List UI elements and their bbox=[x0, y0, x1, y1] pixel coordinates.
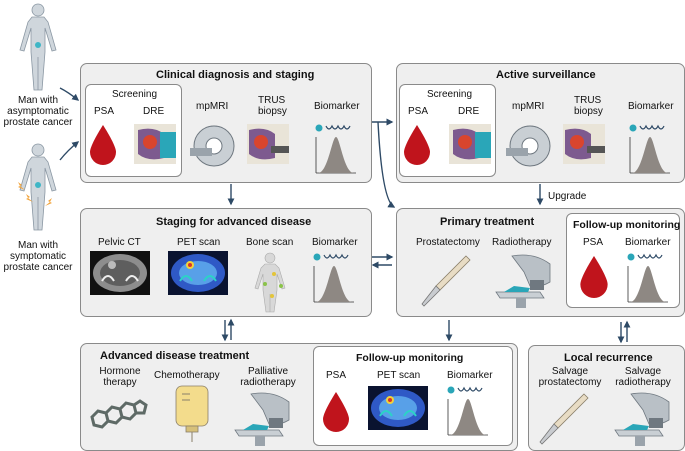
bone-scan-figure bbox=[254, 252, 286, 313]
salvage-radiotherapy-label: Salvage radiotherapy bbox=[615, 366, 671, 388]
advanced-treatment-title: Advanced disease treatment bbox=[100, 350, 250, 362]
pelvic-ct-scan-image bbox=[90, 251, 150, 295]
clinical-screening-label: Screening bbox=[112, 89, 158, 100]
active-dre-label: DRE bbox=[458, 106, 480, 117]
primary-radiotherapy-label: Radiotherapy bbox=[492, 237, 552, 248]
advanced-followup-biomarker-label: Biomarker bbox=[447, 370, 493, 381]
active-mri-scanner-icon bbox=[506, 125, 551, 167]
primary-followup-blood-drop-icon bbox=[580, 256, 608, 298]
advanced-followup-biomarker-curve-icon bbox=[447, 386, 488, 436]
prostatectomy-label: Prostatectomy bbox=[416, 237, 480, 248]
asymptomatic-man-figure bbox=[19, 3, 57, 91]
clinical-biomarker-label: Biomarker bbox=[314, 101, 360, 112]
primary-scalpel-icon bbox=[421, 255, 471, 307]
symptomatic-man-label: Man with symptomatic prostate cancer bbox=[3, 240, 73, 273]
active-mpmri-label: mpMRI bbox=[512, 101, 545, 112]
staging-biomarker-label: Biomarker bbox=[312, 237, 358, 248]
active-biomarker-label: Biomarker bbox=[628, 101, 674, 112]
clinical-dre-anatomy-icon bbox=[134, 124, 176, 164]
primary-followup-biomarker-curve-icon bbox=[627, 253, 668, 303]
active-dre-anatomy-icon bbox=[449, 124, 491, 164]
active-psa-blood-drop-icon bbox=[404, 125, 430, 165]
salvage-radiotherapy-machine-icon bbox=[614, 392, 670, 446]
staging-biomarker-curve-icon bbox=[313, 253, 354, 303]
advanced-followup-pet-label: PET scan bbox=[377, 370, 421, 381]
clinical-trus-biopsy-icon bbox=[247, 124, 289, 164]
advanced-followup-psa-label: PSA bbox=[326, 370, 347, 381]
active-biomarker-curve-icon bbox=[629, 124, 670, 174]
staging-pelvic-ct-label: Pelvic CT bbox=[98, 237, 141, 248]
salvage-prostatectomy-label: Salvage prostatectomy bbox=[538, 366, 602, 388]
active-trus-biopsy-icon bbox=[563, 124, 605, 164]
clinical-trus-label: TRUS biopsy bbox=[258, 95, 287, 117]
palliative-radiotherapy-machine-icon bbox=[234, 392, 290, 446]
active-screening-label: Screening bbox=[427, 89, 473, 100]
staging-bone-label: Bone scan bbox=[246, 237, 294, 248]
active-psa-label: PSA bbox=[408, 106, 429, 117]
clinical-biomarker-curve-icon bbox=[315, 124, 356, 174]
clinical-mpmri-label: mpMRI bbox=[196, 101, 229, 112]
clinical-psa-label: PSA bbox=[94, 106, 115, 117]
primary-followup-title: Follow-up monitoring bbox=[573, 219, 681, 231]
clinical-psa-blood-drop-icon bbox=[90, 125, 116, 165]
advanced-followup-pet-scan-image bbox=[368, 386, 428, 430]
primary-radiotherapy-machine-icon bbox=[495, 254, 551, 308]
upgrade-label: Upgrade bbox=[548, 191, 587, 202]
advanced-followup-title: Follow-up monitoring bbox=[356, 352, 464, 364]
symptomatic-man-figure bbox=[18, 143, 57, 231]
primary-followup-biomarker-label: Biomarker bbox=[625, 237, 671, 248]
hormone-therapy-label: Hormone therapy bbox=[99, 366, 141, 388]
clinical-dre-label: DRE bbox=[143, 106, 165, 117]
asymptomatic-man-label: Man with asymptomatic prostate cancer bbox=[3, 95, 73, 128]
clinical-mri-scanner-icon bbox=[190, 125, 235, 167]
primary-followup-psa-label: PSA bbox=[583, 237, 604, 248]
active-surveillance-title: Active surveillance bbox=[496, 69, 596, 81]
staging-title: Staging for advanced disease bbox=[156, 216, 312, 228]
clinical-diagnosis-title: Clinical diagnosis and staging bbox=[156, 69, 315, 81]
local-recurrence-title: Local recurrence bbox=[564, 352, 653, 364]
chemotherapy-label: Chemotherapy bbox=[154, 370, 220, 381]
advanced-followup-blood-drop-icon bbox=[323, 392, 349, 432]
hormone-molecule-icon bbox=[90, 399, 148, 429]
chemotherapy-iv-bag-icon bbox=[175, 385, 209, 442]
staging-pet-label: PET scan bbox=[177, 237, 221, 248]
staging-pet-scan-image bbox=[168, 251, 228, 295]
salvage-scalpel-icon bbox=[539, 393, 589, 445]
active-trus-label: TRUS biopsy bbox=[574, 95, 603, 117]
primary-treatment-title: Primary treatment bbox=[440, 216, 535, 228]
palliative-radiotherapy-label: Palliative radiotherapy bbox=[240, 366, 296, 388]
